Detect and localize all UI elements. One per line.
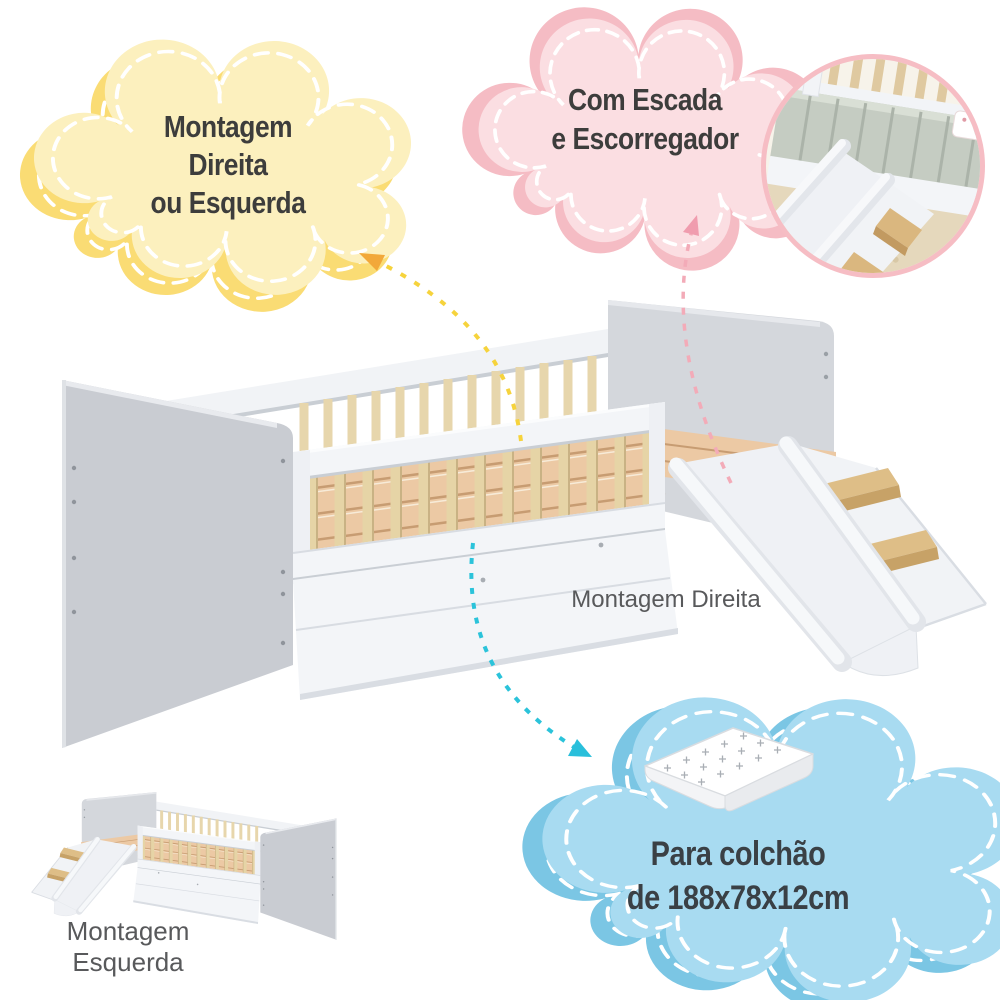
slide-photo-inset — [761, 54, 985, 278]
pink-cloud-line1: Com Escada — [568, 82, 722, 117]
arrow-pink — [681, 215, 733, 484]
pink-cloud-text: Com Escada e Escorregador — [518, 80, 773, 158]
label-montagem-esquerda: Montagem Esquerda — [66, 916, 190, 977]
arrow-pink-head — [683, 215, 699, 236]
arrow-cyan — [469, 542, 592, 757]
mattress-icon — [644, 727, 814, 812]
blue-cloud-line1: Para colchão — [650, 835, 826, 873]
arrow-cyan-head — [568, 739, 592, 757]
mattress-tufts — [664, 732, 781, 786]
blue-cloud-line2: de 188x78x12cm — [626, 879, 850, 917]
yellow-cloud-line3: ou Esquerda — [150, 185, 306, 220]
yellow-cloud-line1: Montagem — [163, 109, 293, 144]
blue-cloud-text: Para colchão de 188x78x12cm — [611, 832, 866, 920]
yellow-cloud-text: Montagem Direita ou Esquerda — [101, 108, 356, 222]
bed-illustration-main — [62, 300, 986, 748]
yellow-cloud-line2: Direita — [188, 147, 268, 182]
arrow-yellow-head — [359, 253, 385, 271]
arrow-yellow — [359, 253, 523, 442]
label-montagem-direita: Montagem Direita — [571, 586, 761, 613]
pink-cloud-line2: e Escorregador — [551, 121, 739, 156]
